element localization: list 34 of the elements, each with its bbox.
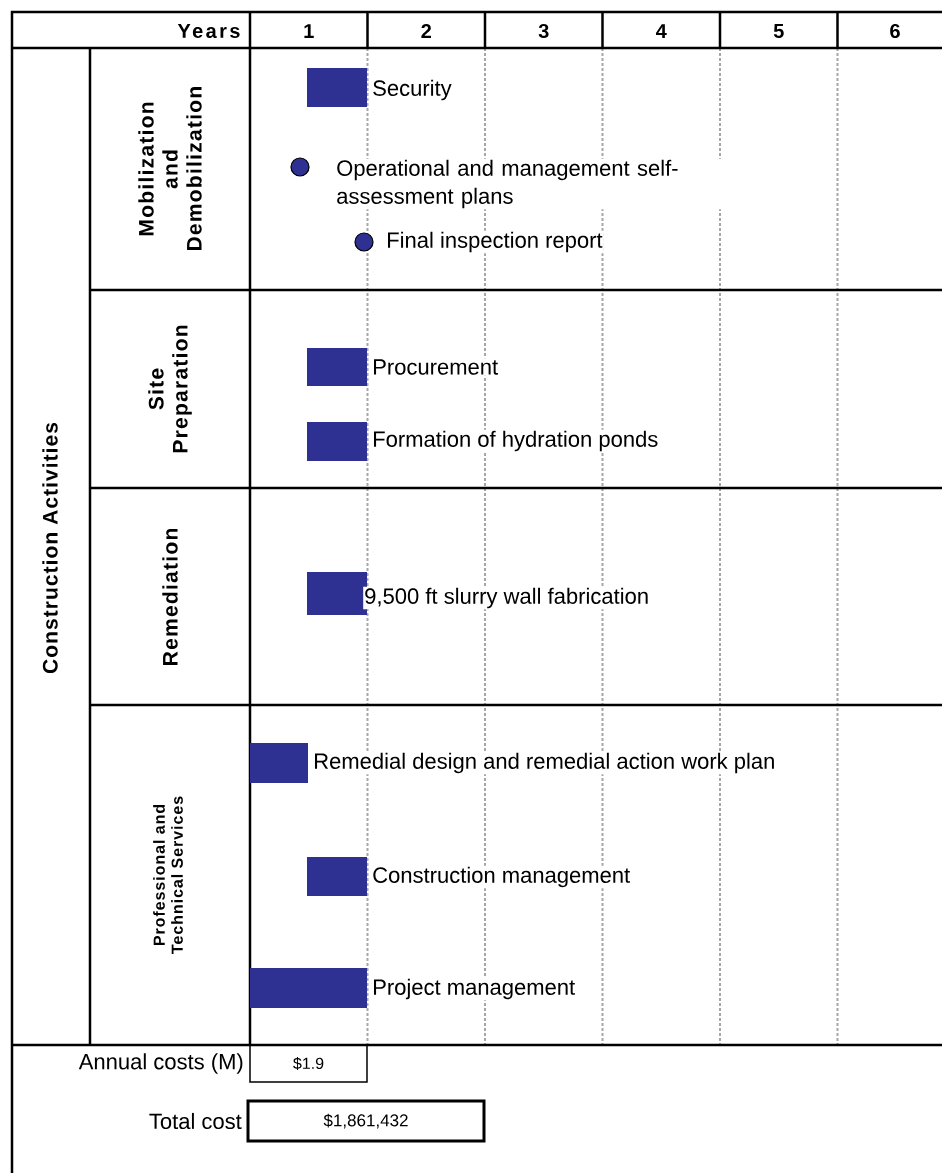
year-label: 3 (538, 23, 549, 39)
task-label: Security (371, 78, 453, 102)
task-bar (307, 68, 367, 107)
milestone-marker (290, 157, 310, 177)
task-label: 9,500 ft slurry wall fabrication (363, 586, 651, 610)
cost-box: $1,861,432 (246, 1099, 486, 1143)
task-bar (250, 968, 367, 1008)
group-label: Professional and Technical Services (153, 796, 183, 954)
row-label: Total cost (149, 1112, 242, 1130)
year-label: 5 (773, 24, 784, 38)
year-label: 2 (421, 24, 431, 38)
task-label: Procurement (371, 358, 500, 376)
task-bar (307, 422, 367, 461)
year-label: 6 (890, 23, 900, 39)
task-label: Formation of hydration ponds (371, 429, 660, 453)
axis-title: Construction Activities (42, 422, 58, 674)
task-bar (307, 348, 367, 386)
header-label: Years (177, 24, 240, 38)
task-bar (307, 857, 367, 896)
row-label: Annual costs (M) (78, 1053, 243, 1074)
task-label: Operational and management self-assessment plans (335, 158, 733, 210)
task-label: Project management (371, 977, 577, 1001)
milestone-marker (354, 232, 374, 252)
task-label: Remedial design and remedial action work plan (312, 751, 777, 775)
year-label: 4 (656, 24, 667, 38)
task-label: Final inspection report (385, 230, 604, 254)
group-label: Site Preparation (148, 325, 192, 453)
cost-box: $1.9 (249, 1044, 368, 1083)
year-label: 1 (304, 24, 314, 38)
task-label: Construction management (371, 865, 632, 889)
task-bar (307, 572, 367, 615)
group-label: Remediation (162, 529, 178, 665)
group-label: Mobilization and Demobilization (138, 87, 202, 251)
task-bar (250, 743, 308, 783)
